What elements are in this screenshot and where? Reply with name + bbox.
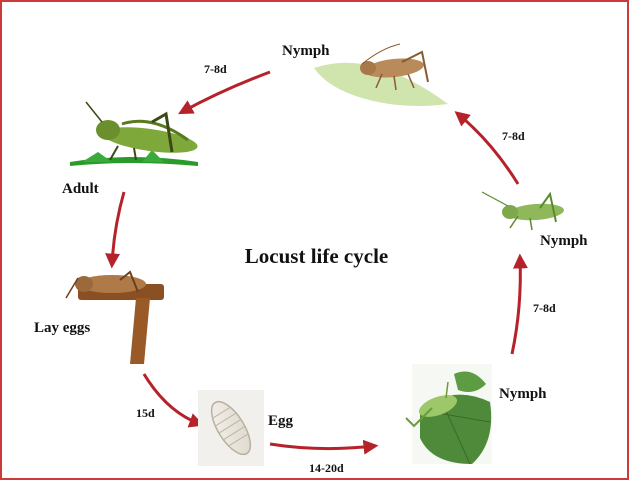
duration-label-nymph-to-adult: 7-8d (204, 63, 227, 75)
arrow-nymph-right-to-nymph-top (458, 114, 518, 184)
arrow-egg-to-nymph-bottom (270, 444, 374, 449)
duration-label-lay-eggs-to-egg: 15d (136, 407, 155, 419)
lay-eggs-illustration (66, 272, 164, 364)
nymph-bottom-illustration (406, 364, 492, 464)
stage-label-egg: Egg (268, 414, 293, 429)
adult-illustration (70, 102, 199, 166)
stage-label-nymph-bottom: Nymph (499, 387, 547, 402)
duration-label-nymph-to-nymph-right: 7-8d (533, 302, 556, 314)
duration-label-egg-to-nymph: 14-20d (309, 462, 344, 474)
arrow-nymph-bottom-to-nymph-right (512, 258, 520, 354)
egg-illustration (198, 390, 264, 466)
stage-label-lay-eggs: Lay eggs (34, 321, 90, 336)
nymph-right-illustration (482, 192, 564, 230)
duration-label-nymph-right-to-nymph-top: 7-8d (502, 130, 525, 142)
stage-label-nymph-top: Nymph (282, 44, 330, 59)
stage-label-adult: Adult (62, 182, 99, 197)
arrow-nymph-top-to-adult (182, 72, 270, 112)
nymph-top-illustration (314, 44, 448, 106)
diagram-title: Locust life cycle (2, 246, 629, 267)
